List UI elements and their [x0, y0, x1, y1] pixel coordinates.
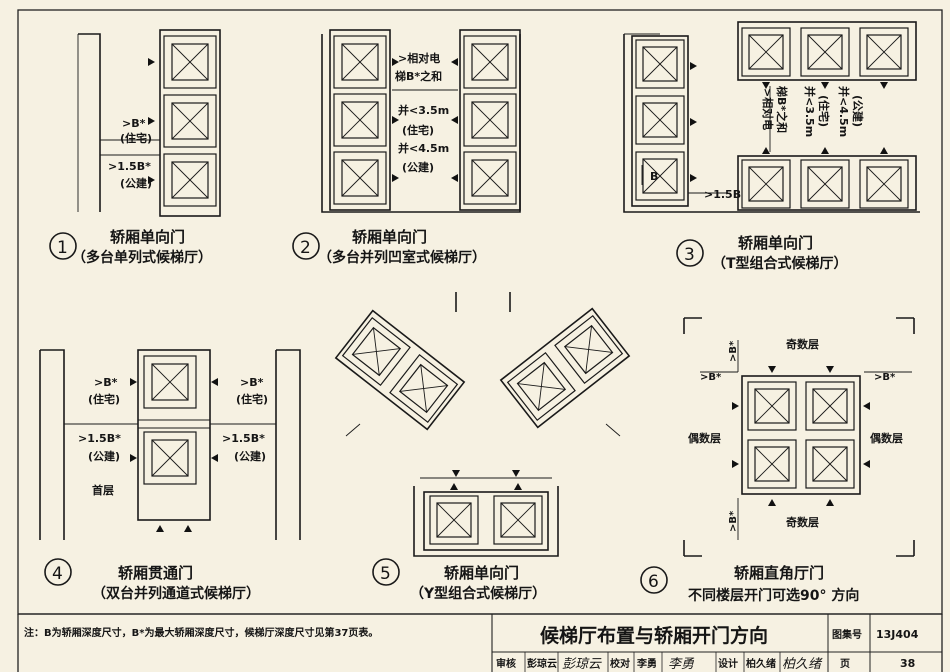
d4-number: 4	[52, 564, 63, 584]
atlas-label: 图集号	[832, 628, 862, 641]
d5-number: 5	[380, 564, 391, 584]
drawing-title: 候梯厅布置与轿厢开门方向	[540, 624, 768, 647]
d4-label-6: >1.5B*	[222, 432, 265, 445]
d3-label-4: 并<4.5m	[837, 86, 851, 137]
diagram-2: >相对电 梯B*之和 并<3.5m (住宅) 并<4.5m (公建) 2 轿厢单…	[292, 29, 521, 266]
d3-label-0: >相对电	[761, 88, 775, 130]
d3-label-3: (住宅)	[817, 95, 831, 127]
d2-label-1: 梯B*之和	[395, 69, 442, 83]
d4-label-5: (住宅)	[236, 392, 268, 406]
d2-label-3: (住宅)	[402, 123, 434, 137]
d4-label-3: (公建)	[88, 449, 120, 463]
d3-label-2: 并<3.5m	[803, 86, 817, 137]
d4-title: 轿厢贯通门	[118, 564, 193, 582]
d6-subtitle: 不同楼层开门可选90° 方向	[688, 587, 859, 604]
d6-label-1: >B*	[700, 372, 722, 383]
d1-label-0: >B*	[122, 117, 146, 130]
diagram-1: >B* (住宅) >1.5B* (公建) 1 轿厢单向门 （多台单列式候梯厅）	[49, 29, 221, 266]
d5-title: 轿厢单向门	[444, 564, 519, 582]
diagram-4: >B* (住宅) >1.5B* (公建) >B* (住宅) >1.5B* (公建…	[39, 349, 301, 602]
diagram-5: 5 轿厢单向门 （Y型组合式候梯厅）	[334, 292, 631, 602]
d2-number: 2	[300, 238, 311, 258]
reviewer-name: 彭琼云	[527, 657, 557, 670]
d1-subtitle: （多台单列式候梯厅）	[72, 249, 212, 266]
d6-label-7: 偶数层	[870, 431, 903, 445]
d5-number-circle	[372, 558, 400, 586]
d1-label-3: (公建)	[120, 176, 152, 190]
check-label: 校对	[610, 657, 630, 670]
checker-name: 李勇	[636, 657, 657, 670]
d4-label-2: >1.5B*	[78, 432, 121, 445]
d4-label-4: >B*	[240, 376, 264, 389]
d2-subtitle: （多台并列凹室式候梯厅）	[318, 249, 486, 266]
d2-title: 轿厢单向门	[352, 228, 427, 246]
d4-label-8: 首层	[92, 483, 114, 497]
d4-subtitle: （双台并列通道式候梯厅）	[92, 585, 260, 602]
d4-label-7: (公建)	[234, 449, 266, 463]
d6-number: 6	[648, 572, 659, 592]
page-label: 页	[840, 658, 850, 670]
d6-title: 轿厢直角厅门	[734, 564, 824, 582]
atlas-number: 13J404	[876, 628, 919, 641]
d6-label-2: >B*	[874, 372, 896, 383]
designer-signature: 柏久绪	[782, 657, 823, 672]
d3-label-5: (公建)	[851, 95, 865, 127]
d2-number-circle	[292, 232, 320, 260]
d3-subtitle: （T型组合式候梯厅）	[712, 255, 848, 272]
checker-signature: 李勇	[668, 657, 695, 672]
d4-number-circle	[44, 558, 72, 586]
d6-label-4: 奇数层	[786, 337, 819, 351]
d3-label-6: B	[650, 170, 658, 183]
d1-label-2: >1.5B*	[108, 160, 151, 173]
d4-label-1: (住宅)	[88, 392, 120, 406]
d6-label-6: 偶数层	[688, 431, 721, 445]
d3-number: 3	[684, 245, 695, 265]
d1-title: 轿厢单向门	[110, 228, 185, 246]
d2-label-2: 并<3.5m	[398, 103, 449, 117]
diagram-3: >相对电 梯B*之和 并<3.5m (住宅) 并<4.5m (公建) B >1.…	[623, 21, 920, 272]
d6-number-circle	[640, 566, 668, 594]
footer-note: 注：B为轿厢深度尺寸，B*为最大轿厢深度尺寸，候梯厅深度尺寸见第37页表。	[24, 626, 378, 639]
d3-number-circle	[676, 239, 704, 267]
d1-label-1: (住宅)	[120, 131, 152, 145]
d6-label-0: >B*	[728, 340, 739, 362]
d3-title: 轿厢单向门	[738, 234, 813, 252]
d5-subtitle: （Y型组合式候梯厅）	[410, 585, 546, 602]
d2-label-5: (公建)	[402, 160, 434, 174]
d2-label-0: >相对电	[398, 51, 440, 65]
page-number: 38	[900, 657, 915, 670]
design-label: 设计	[718, 657, 738, 670]
d2-label-4: 并<4.5m	[398, 141, 449, 155]
d3-label-1: 梯B*之和	[775, 86, 789, 133]
designer-name: 柏久绪	[746, 657, 776, 670]
reviewer-signature: 彭琼云	[562, 657, 602, 672]
d6-label-5: 奇数层	[786, 515, 819, 529]
diagram-6: >B* >B* >B* >B* 奇数层 奇数层 偶数层 偶数层 6 轿厢直角厅门…	[640, 317, 915, 604]
d1-number: 1	[57, 238, 68, 258]
title-block: 注：B为轿厢深度尺寸，B*为最大轿厢深度尺寸，候梯厅深度尺寸见第37页表。 候梯…	[17, 613, 943, 672]
d4-label-0: >B*	[94, 376, 118, 389]
d3-label-7: >1.5B	[704, 188, 741, 201]
d6-label-3: >B*	[728, 510, 739, 532]
review-label: 审核	[496, 657, 516, 670]
d1-number-circle	[49, 232, 77, 260]
